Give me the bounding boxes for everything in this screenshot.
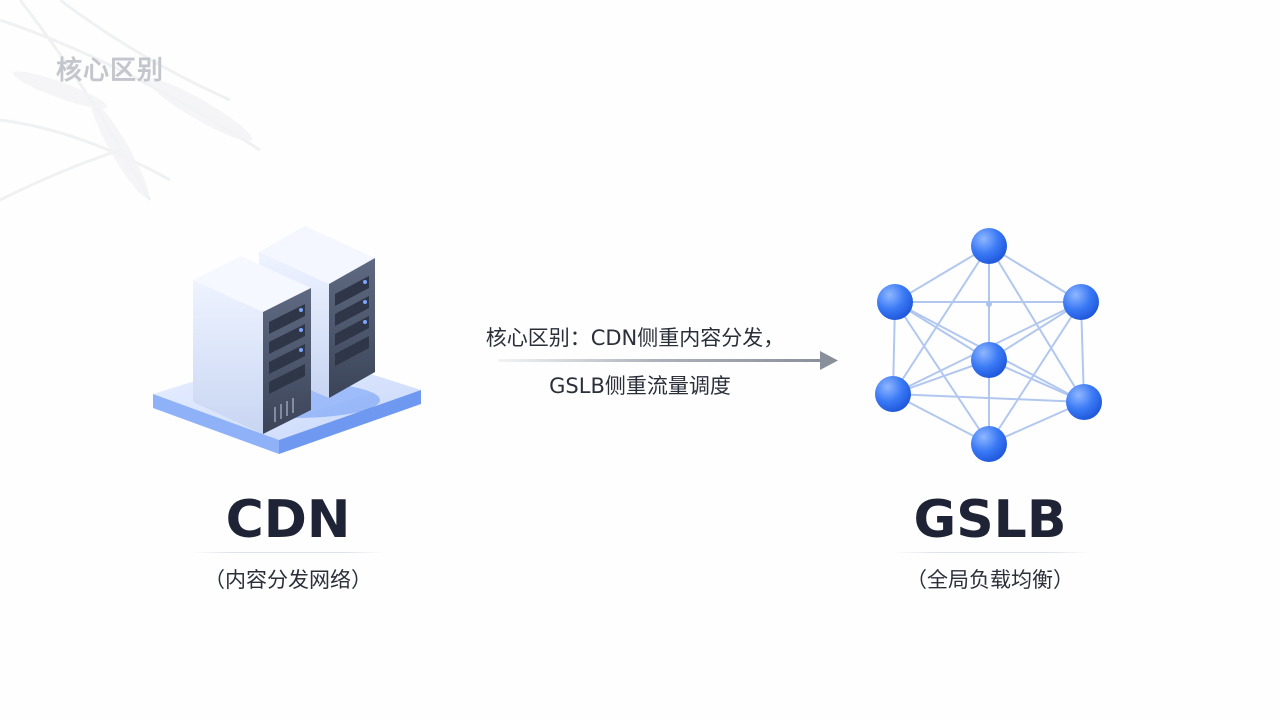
cdn-title: CDN	[225, 490, 351, 550]
network-nodes-icon	[875, 228, 1102, 462]
server-rack-icon	[153, 226, 421, 454]
gslb-title: GSLB	[913, 490, 1067, 550]
comparison-caption-line1: 核心区别：CDN侧重内容分发，	[485, 326, 785, 350]
cdn-divider	[192, 552, 384, 553]
gslb-divider	[893, 552, 1090, 553]
cdn-subtitle: （内容分发网络）	[204, 568, 372, 592]
comparison-caption-line2: GSLB侧重流量调度	[549, 374, 731, 398]
leaf-shadow-decoration	[0, 0, 261, 202]
gslb-subtitle: （全局负载均衡）	[906, 568, 1074, 592]
page-title: 核心区别	[56, 56, 165, 86]
arrow-right-icon	[498, 351, 838, 370]
